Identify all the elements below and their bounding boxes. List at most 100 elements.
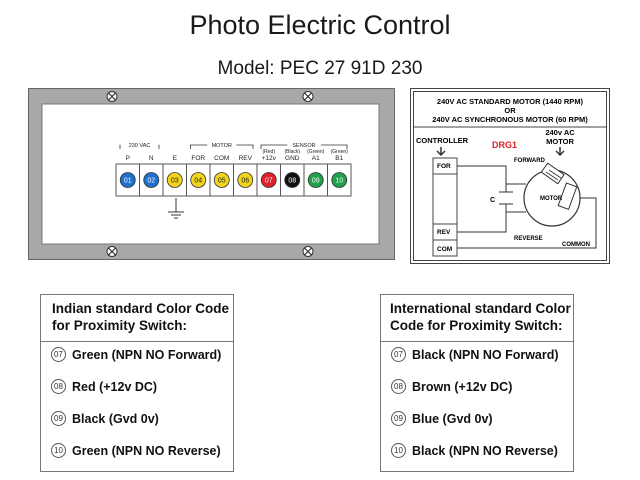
screw-icon [302,91,314,102]
terminal-number: 04 [194,178,202,185]
legend-item-text: Black (NPN NO Forward) [412,347,559,362]
terminal-04: 04 FOR [186,155,211,197]
terminal-group: SENSOR [260,143,348,149]
terminal-color-dot [260,172,277,188]
terminal-number: 05 [218,178,226,185]
capacitor-label: C [490,197,495,204]
terminal-number: 10 [335,178,343,185]
legend-item: 10 Black (NPN NO Reverse) [391,443,558,458]
terminal-color-dot [143,172,160,188]
terminal-color-dot [213,172,230,188]
reverse-label: REVERSE [514,236,543,242]
legend-title-line2: Code for Proximity Switch: [390,318,563,333]
motor-label-line2: MOTOR [546,137,574,146]
terminal-number: 09 [312,178,320,185]
controller-terminal-strip [432,157,458,257]
motor-icon [523,162,581,227]
terminal-number: 03 [171,178,179,185]
arrow-down-icon [436,147,446,157]
terminal-number: 01 [124,178,132,185]
legend-item-text: Brown (+12v DC) [412,379,513,394]
terminal-color-label: (Green) [331,149,349,155]
terminal-07: 07+12v(Red) [256,149,281,197]
terminal-color-dot [284,172,301,188]
legend-item: 07 Black (NPN NO Forward) [391,347,559,362]
terminal-number: 07 [265,178,273,185]
terminal-02: 02 N [139,155,164,197]
legend-item-text: Green (NPN NO Forward) [72,347,222,362]
legend-item: 08 Red (+12v DC) [51,379,157,394]
terminal-group-label: 230 VAC [129,143,151,149]
terminal-color-dot [190,172,207,188]
motor-header-line1: 240V AC STANDARD MOTOR (1440 RPM) [437,97,584,106]
terminal-number-icon: 09 [391,411,406,426]
motor-label-line1: 240v AC [545,128,575,137]
legend-title-line1: International standard Color [390,301,571,316]
terminal-number-icon: 10 [391,443,406,458]
screw-icon [106,91,118,102]
motor-center-label: MOTOR [540,196,563,202]
drg-label: DRG1 [492,140,517,150]
motor-header-or: OR [504,106,516,115]
terminal-number: 06 [241,178,249,185]
terminal-color-dot [307,172,324,188]
terminal-number: 08 [288,178,296,185]
terminal-label: A1 [312,155,320,162]
legend-title-line2: for Proximity Switch: [52,318,188,333]
screw-icon [106,246,118,257]
terminal-number-icon: 08 [391,379,406,394]
arrow-down-icon [555,147,565,157]
legend-item-text: Blue (Gvd 0v) [412,411,493,426]
terminal-rev-label: REV [437,229,451,236]
terminal-05: 05 COM [209,155,234,197]
terminal-for-label: FOR [437,163,451,170]
terminal-group-label: MOTOR [212,143,232,149]
terminal-number: 02 [147,178,155,185]
legend-item-text: Black (Gvd 0v) [72,411,159,426]
controller-label: CONTROLLER [416,136,469,145]
wiring-lines [457,165,597,249]
terminal-number-icon: 10 [51,443,66,458]
motor-header-line2: 240V AC SYNCHRONOUS MOTOR (60 RPM) [432,115,588,124]
terminal-label: REV [239,155,253,162]
terminal-group: 230 VAC [119,143,160,149]
common-label: COMMON [562,242,590,248]
terminal-03: 03 E [162,155,187,197]
terminal-label: FOR [191,155,205,162]
legend-item-text: Red (+12v DC) [72,379,158,394]
terminal-06: 06 REV [233,155,258,197]
terminal-label: +12v [262,155,277,162]
terminal-label: B1 [335,155,343,162]
terminal-group: MOTOR [190,143,254,149]
terminal-label: P [126,155,130,162]
forward-label: FORWARD [514,158,546,164]
legend-indian: Indian standard Color Code for Proximity… [40,294,234,472]
terminal-group-label: SENSOR [292,143,315,149]
terminal-label: COM [214,155,229,162]
terminal-color-dot [119,172,136,188]
ground-icon [168,198,184,219]
legend-item: 07 Green (NPN NO Forward) [51,347,221,362]
terminal-color-dot [237,172,254,188]
page-title: Photo Electric Control [189,10,451,40]
legend-title-line1: Indian standard Color Code [52,301,230,316]
terminal-com-label: COM [437,246,452,253]
motor-wiring-diagram: 240V AC STANDARD MOTOR (1440 RPM) OR 240… [410,88,610,264]
terminal-01: 01 P [115,155,140,197]
terminal-label: E [173,155,178,162]
terminal-color-label: (Black) [284,149,300,155]
terminal-color-dot [331,172,348,188]
terminal-label: GND [285,155,300,162]
legend-item: 08 Brown (+12v DC) [391,379,512,394]
legend-item: 10 Green (NPN NO Reverse) [51,443,221,458]
terminal-number-icon: 08 [51,379,66,394]
terminal-panel: 230 VAC MOTOR SENSOR 01 P 02 N 03 E 04 FOR 05 COM 06… [28,88,395,260]
terminal-label: N [149,155,154,162]
terminal-number-icon: 09 [51,411,66,426]
terminal-color-dot [166,172,183,188]
model-number: Model: PEC 27 91D 230 [217,58,423,79]
legend-item-text: Black (NPN NO Reverse) [412,443,558,458]
terminal-number-icon: 07 [51,347,66,362]
legend-item: 09 Black (Gvd 0v) [51,411,159,426]
